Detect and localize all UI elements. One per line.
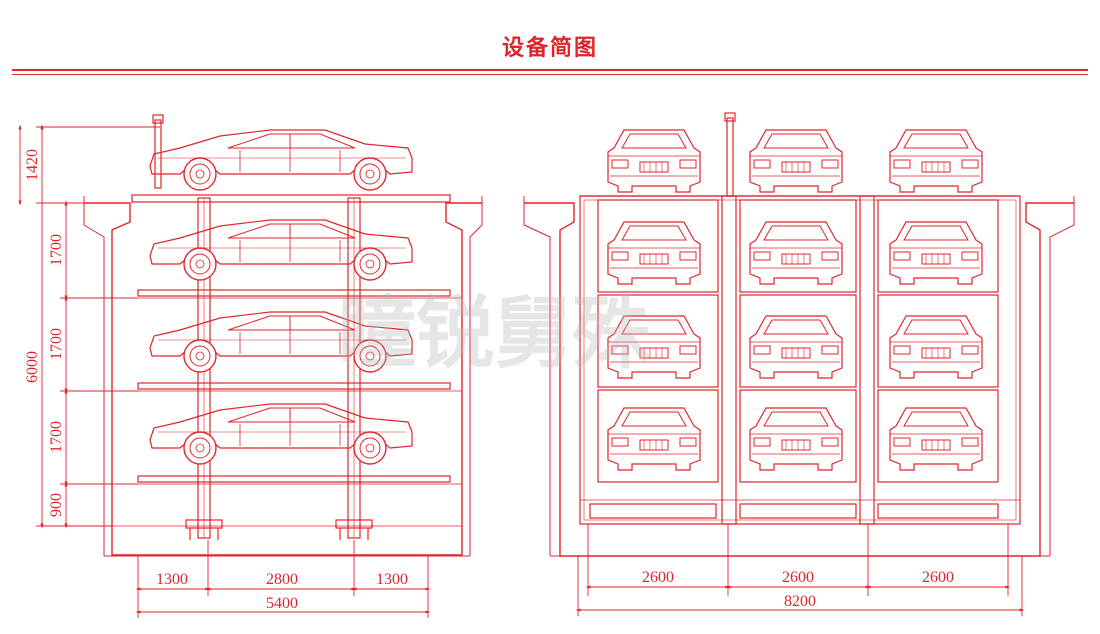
- front-pit-outline: [524, 202, 1074, 557]
- front-car-11: [749, 407, 843, 471]
- front-car-2: [749, 129, 843, 193]
- front-car-12: [889, 407, 983, 471]
- side-pit-outline: [84, 202, 482, 556]
- front-frames: [579, 112, 1021, 525]
- front-car-9: [889, 315, 983, 379]
- dim-1700-c: 1700: [48, 421, 65, 453]
- dim-1420: 1420: [24, 149, 41, 181]
- dim-1300-right: 1300: [376, 571, 408, 588]
- dim-1700-a: 1700: [48, 234, 65, 266]
- dim-1700-b: 1700: [48, 328, 65, 360]
- title-divider: [12, 69, 1088, 75]
- page-title: 设备简图: [501, 36, 598, 61]
- front-car-1: [607, 129, 701, 193]
- dim-2600-b: 2600: [782, 569, 814, 586]
- front-horizontal-dims: [575, 524, 1025, 616]
- front-car-4: [607, 221, 701, 285]
- front-car-3: [889, 129, 983, 193]
- dim-1300-left: 1300: [156, 571, 188, 588]
- side-car-level-2: [149, 219, 413, 281]
- dim-900: 900: [48, 493, 65, 517]
- dim-5400: 5400: [266, 595, 298, 612]
- side-platforms: [112, 194, 462, 527]
- side-car-top: [149, 129, 413, 191]
- watermark: 瞳锐舅殊: [338, 289, 651, 379]
- dim-2600-a: 2600: [642, 569, 674, 586]
- dim-2800: 2800: [266, 571, 298, 588]
- side-car-level-4: [149, 403, 413, 465]
- dim-2600-c: 2600: [922, 569, 954, 586]
- front-view: 2600 2600 2600 8200: [523, 112, 1075, 616]
- front-car-10: [607, 407, 701, 471]
- front-car-5: [749, 221, 843, 285]
- front-car-8: [749, 315, 843, 379]
- side-horizontal-dims: [135, 540, 431, 618]
- dim-6000: 6000: [24, 351, 41, 383]
- dim-8200: 8200: [784, 593, 816, 610]
- side-vertical-dims: [18, 124, 160, 529]
- side-view: 1420 1700 1700 1700 900 6000 1300 2800 1…: [18, 114, 483, 618]
- front-car-6: [889, 221, 983, 285]
